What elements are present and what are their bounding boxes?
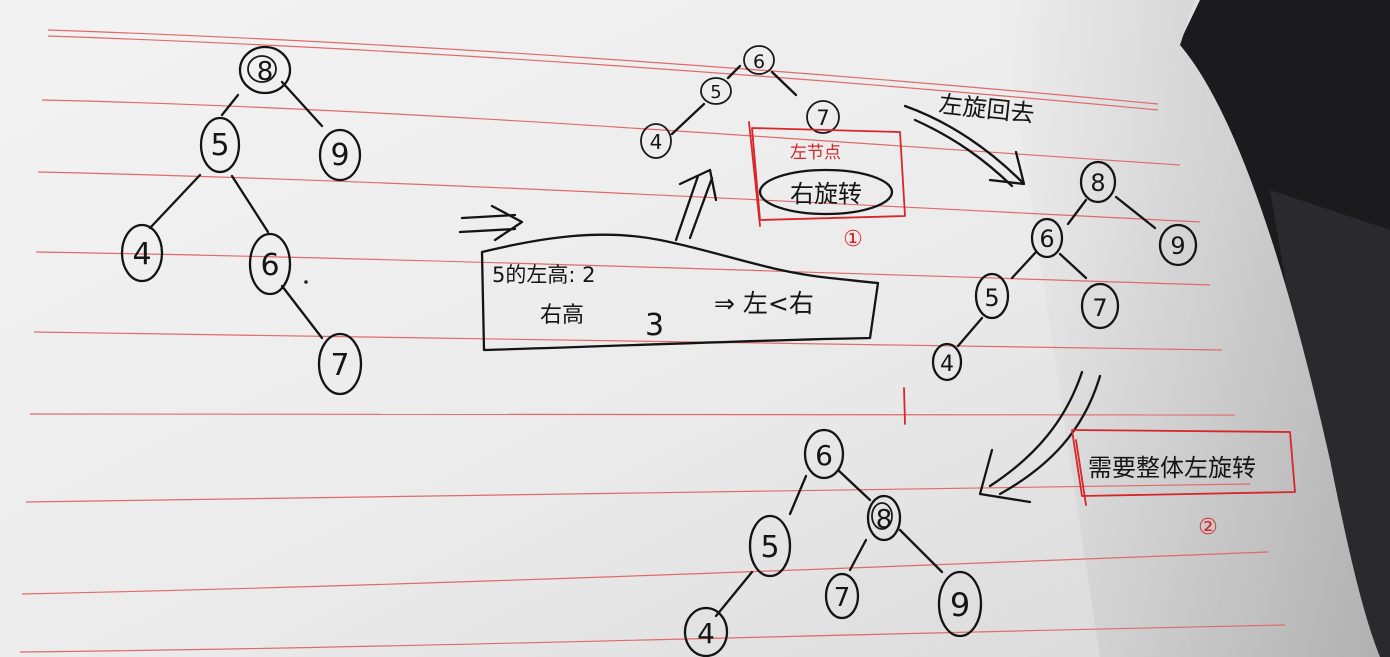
tree-node: 8	[238, 45, 292, 95]
svg-text:7: 7	[1092, 294, 1107, 322]
ruled-lines	[19, 29, 1286, 653]
tree-node: 5	[748, 514, 792, 578]
note-line-2-label: 右高	[540, 303, 584, 328]
svg-text:9: 9	[1170, 232, 1185, 260]
tree-initial: 8 5 9 4 6 7	[120, 45, 363, 396]
svg-text:9: 9	[950, 586, 970, 624]
tree-final: 6 5 8 4 7 9	[683, 428, 983, 657]
tree-node: 5	[700, 77, 732, 105]
tree-node: 8	[1079, 160, 1117, 204]
svg-text:8: 8	[876, 505, 893, 535]
tree-node: 6	[1030, 217, 1064, 259]
svg-text:4: 4	[132, 237, 151, 272]
tree-node: 7	[1080, 282, 1120, 330]
svg-text:5: 5	[984, 284, 999, 312]
tree-node: 9	[937, 570, 983, 638]
svg-text:7: 7	[330, 348, 349, 383]
left-node-label: 左节点	[790, 143, 841, 163]
tree-node: 7	[824, 572, 860, 620]
note-conclusion: ⇒ 左<右	[714, 289, 814, 318]
tree-node: 4	[640, 123, 672, 159]
svg-text:4: 4	[697, 617, 715, 650]
note-box: 5的左高: 2 右高 3 ⇒ 左<右	[480, 233, 880, 352]
tree-node: 4	[683, 606, 729, 657]
tree-node: 8	[866, 494, 902, 542]
svg-text:8: 8	[1090, 169, 1105, 197]
right-rotate-label: 右旋转	[790, 180, 862, 208]
svg-text:7: 7	[834, 583, 851, 613]
implies-arrow-icon	[458, 204, 524, 242]
tree-step1: 6 5 7 4	[640, 45, 840, 159]
curved-arrow-icon	[978, 370, 1102, 504]
svg-text:6: 6	[815, 439, 833, 472]
tree-step2: 8 6 9 5 7 4	[931, 160, 1198, 382]
svg-text:5: 5	[710, 82, 721, 103]
tree-node: 9	[318, 128, 362, 182]
tree-node: 6	[803, 428, 845, 480]
up-arrow-icon	[674, 168, 718, 242]
tree-node: 5	[974, 272, 1010, 320]
step-2-marker: ②	[1198, 515, 1218, 540]
svg-text:8: 8	[257, 57, 274, 87]
note-line-2-value: 3	[645, 308, 664, 343]
red-tick-mark	[903, 387, 906, 425]
desk-shadow	[1270, 190, 1390, 657]
tree-node: 9	[1158, 223, 1198, 267]
note-line-1: 5的左高: 2	[492, 263, 595, 287]
svg-text:7: 7	[816, 106, 829, 130]
svg-text:4: 4	[650, 130, 663, 154]
svg-text:6: 6	[1039, 225, 1054, 253]
tree-node: 6	[743, 45, 775, 75]
svg-text:6: 6	[260, 248, 279, 283]
step-1-marker: ①	[843, 227, 863, 252]
svg-text:9: 9	[330, 138, 349, 173]
svg-text:5: 5	[760, 530, 779, 565]
rotate-back-arrow-icon	[903, 104, 1026, 188]
tree-node: 6	[248, 232, 292, 296]
red-note-right-rotate: 左节点 右旋转 ①	[748, 121, 906, 252]
svg-text:5: 5	[210, 128, 229, 163]
tree-node: 4	[120, 223, 164, 283]
svg-text:4: 4	[940, 352, 954, 377]
tree-node: 7	[317, 332, 363, 396]
whole-left-rotate-label: 需要整体左旋转	[1088, 454, 1256, 482]
tree-node: 7	[806, 100, 840, 134]
svg-text:6: 6	[753, 51, 765, 73]
tree-node: 5	[199, 116, 241, 174]
tree-node: 4	[931, 342, 963, 382]
red-note-left-rotate: 需要整体左旋转 ②	[1071, 429, 1296, 540]
